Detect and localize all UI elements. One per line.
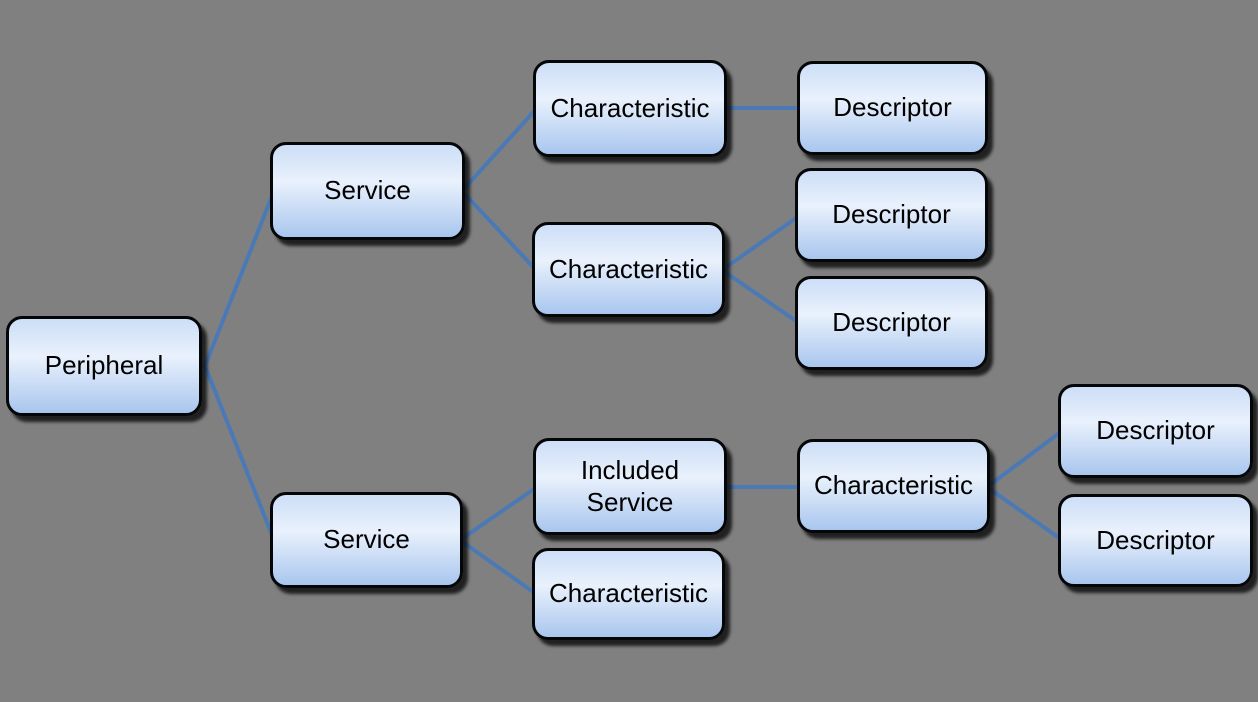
- connector-line-service-2-to-included-service: [458, 485, 539, 542]
- connector-line-peripheral-to-service-2: [203, 365, 276, 541]
- node-peripheral: Peripheral: [6, 316, 202, 416]
- node-service-2: Service: [270, 492, 463, 588]
- node-characteristic-2: Characteristic: [532, 222, 725, 317]
- connector-line-service-1-to-characteristic-2: [460, 189, 538, 272]
- node-descriptor-1: Descriptor: [797, 61, 988, 155]
- connector-line-service-2-to-characteristic-3: [458, 538, 538, 596]
- node-label-descriptor-3: Descriptor: [832, 307, 951, 338]
- connector-line-characteristic-4-to-descriptor-5: [985, 485, 1064, 542]
- node-characteristic-3: Characteristic: [532, 548, 725, 640]
- connector-line-characteristic-4-to-descriptor-4: [985, 429, 1064, 489]
- node-label-included-service: Included Service: [580, 455, 680, 517]
- node-descriptor-4: Descriptor: [1058, 384, 1253, 478]
- node-label-characteristic-2: Characteristic: [549, 253, 708, 284]
- connector-line-peripheral-to-service-1: [203, 190, 276, 367]
- node-descriptor-2: Descriptor: [795, 168, 988, 262]
- connector-line-characteristic-2-to-descriptor-3: [720, 268, 801, 325]
- connector-line-characteristic-2-to-descriptor-2: [720, 214, 801, 272]
- node-characteristic-1: Characteristic: [533, 60, 727, 157]
- node-descriptor-5: Descriptor: [1058, 494, 1253, 587]
- node-label-descriptor-1: Descriptor: [833, 92, 952, 123]
- node-label-service-1: Service: [324, 175, 411, 206]
- node-descriptor-3: Descriptor: [795, 276, 988, 370]
- node-label-characteristic-1: Characteristic: [550, 92, 710, 123]
- node-label-characteristic-4: Characteristic: [814, 470, 973, 501]
- node-label-characteristic-3: Characteristic: [549, 578, 708, 609]
- node-label-peripheral: Peripheral: [44, 350, 164, 381]
- node-service-1: Service: [270, 142, 465, 240]
- node-label-service-2: Service: [323, 524, 410, 555]
- connector-line-service-1-to-characteristic-1: [460, 106, 539, 193]
- node-label-descriptor-5: Descriptor: [1096, 524, 1215, 555]
- node-label-descriptor-2: Descriptor: [832, 199, 951, 230]
- node-characteristic-4: Characteristic: [797, 439, 990, 533]
- node-included-service: Included Service: [533, 438, 727, 535]
- node-label-descriptor-4: Descriptor: [1096, 415, 1215, 446]
